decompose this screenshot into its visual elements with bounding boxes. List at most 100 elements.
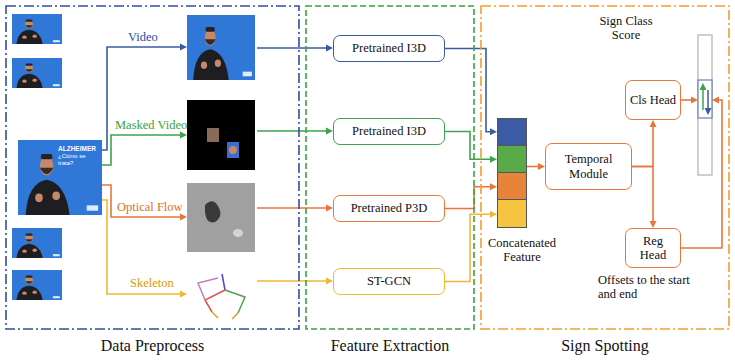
box-label: ST-GCN (364, 274, 414, 288)
box-text: Cls Head (630, 93, 676, 107)
offset-arrow (702, 89, 704, 110)
skeleton-bone (225, 290, 245, 313)
arrowhead (180, 291, 187, 298)
group-title: Sign Spotting (480, 337, 730, 355)
branch-label: Video (128, 30, 158, 44)
stack-caption: Concatenated Feature (482, 236, 562, 265)
branch-label: Optical Flow (117, 200, 183, 214)
box-text: Pretrained I3D (352, 41, 426, 55)
arrowhead (326, 278, 333, 285)
feature-segment (498, 200, 526, 227)
panel-border (481, 6, 729, 329)
connector (632, 120, 657, 167)
box-label: Pretrained I3D (349, 41, 429, 55)
branch-lines (102, 47, 327, 294)
feature-stack-bar (497, 118, 527, 228)
skeleton-bone (198, 278, 218, 300)
connector (445, 183, 497, 208)
skeleton-bone (205, 290, 225, 312)
output-line (669, 100, 722, 248)
connector-line (445, 49, 490, 132)
group-title: Data Preprocess (5, 337, 300, 355)
arrowhead (650, 120, 657, 127)
box-label: Pretrained I3D (349, 124, 429, 138)
arrowhead (490, 211, 497, 218)
video-thumbnail (12, 228, 62, 258)
feed-line (257, 130, 327, 132)
hand-patch (227, 142, 239, 158)
video-thumbnail (12, 270, 62, 300)
optical-flow-image (187, 183, 255, 252)
feature-segment (498, 146, 526, 173)
flow-blob (233, 229, 243, 237)
score-bar (698, 35, 712, 175)
connector-line (632, 167, 653, 222)
branch-line (102, 200, 181, 294)
video-image (187, 15, 255, 80)
process-box: Reg Head (625, 228, 681, 268)
arrowhead (490, 183, 497, 190)
box-label: Temporal Module (546, 152, 631, 181)
feature-segment (498, 173, 526, 200)
skeleton-bone (222, 274, 225, 290)
feed-line (257, 207, 327, 209)
group-title: Feature Extraction (305, 337, 475, 355)
box-text: Reg Head (629, 234, 677, 263)
feature-segment (498, 119, 526, 146)
connector-line (632, 127, 653, 167)
box-text: Pretrained I3D (352, 124, 426, 138)
arrowhead (326, 128, 333, 135)
skeleton-image (198, 274, 245, 319)
box-label: Pretrained P3D (348, 201, 431, 215)
hand-patch (207, 128, 219, 142)
connector (445, 132, 497, 163)
annotation: Offsets to the start and end (598, 273, 698, 302)
feed-line (257, 280, 327, 282)
panel-border (6, 6, 299, 329)
process-box: Pretrained I3D (333, 118, 445, 145)
box-text: ST-GCN (367, 274, 411, 288)
arrowhead (180, 132, 187, 139)
arrowhead (180, 214, 187, 221)
branch-label: Masked Video (115, 118, 187, 132)
arrowhead (180, 44, 187, 51)
feed-line (257, 47, 327, 49)
video-frame (18, 140, 102, 215)
process-box: Pretrained P3D (333, 195, 445, 222)
score-segment (698, 80, 712, 118)
arrowhead (490, 128, 497, 135)
connector-line (445, 132, 490, 160)
caption-overlay: ¿Cómo se trata? (58, 153, 102, 166)
process-box: ST-GCN (333, 268, 445, 295)
arrowhead (691, 97, 698, 104)
caption-overlay: ALZHEIMER (58, 145, 102, 152)
annotation: Sign Class Score (594, 14, 658, 43)
box-text: Temporal Module (549, 152, 628, 181)
arrowhead (650, 221, 657, 228)
arrowhead (538, 163, 545, 170)
connector-line (445, 214, 490, 281)
flow-blob (205, 201, 220, 222)
panel-border (306, 6, 474, 329)
process-box: Cls Head (625, 80, 681, 120)
video-thumbnail (12, 58, 62, 88)
hand-patch (229, 146, 237, 154)
arrowhead (326, 45, 333, 52)
connector-line (445, 187, 490, 209)
feature-stack: Concatenated Feature (482, 118, 562, 268)
connector (527, 163, 545, 170)
branch-label: Skeleton (130, 276, 174, 290)
branch-line (102, 135, 181, 165)
offset-arrow (707, 90, 709, 109)
arrowhead (326, 205, 333, 212)
arrowhead (712, 97, 719, 104)
box-label: Cls Head (627, 93, 679, 107)
arrowhead (490, 156, 497, 163)
arrowhead (705, 108, 712, 115)
video-thumbnail (12, 14, 62, 44)
process-box: Temporal Module (545, 143, 632, 190)
connector (632, 167, 657, 229)
skeleton-bone (212, 312, 238, 319)
process-box: Pretrained I3D (333, 35, 445, 62)
box-label: Reg Head (626, 234, 680, 263)
